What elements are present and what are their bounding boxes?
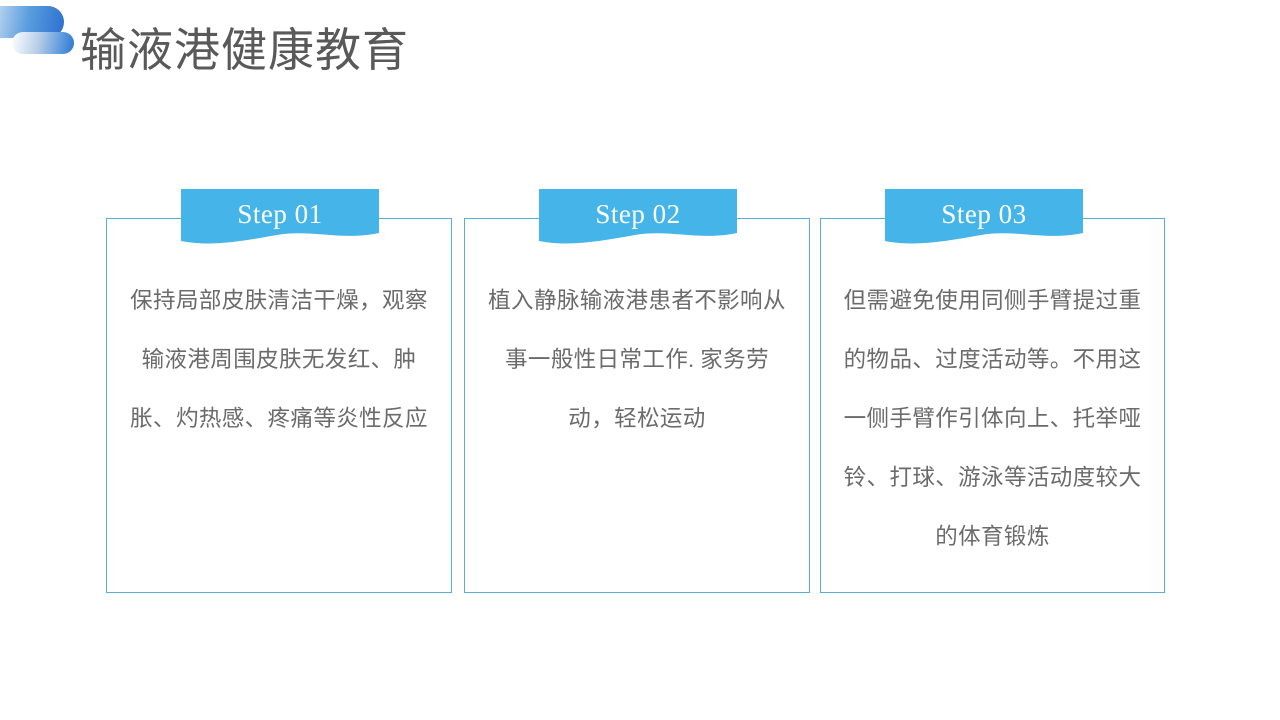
step-banner-3: Step 03	[885, 189, 1083, 251]
page-title: 输液港健康教育	[80, 25, 409, 76]
slide-header: 输液港健康教育	[0, 0, 520, 110]
step-body-3: 但需避免使用同侧手臂提过重的物品、过度活动等。不用这一侧手臂作引体向上、托举哑铃…	[843, 288, 1142, 549]
step-label-3: Step 03	[941, 198, 1027, 229]
step-label-1: Step 01	[237, 198, 323, 229]
cloud-logo-lower-shape	[12, 32, 74, 54]
step-body-2: 植入静脉输液港患者不影响从事一般性日常工作. 家务劳动，轻松运动	[488, 288, 786, 431]
step-banner-1: Step 01	[181, 189, 379, 251]
step-label-2: Step 02	[595, 198, 681, 229]
step-banner-2: Step 02	[539, 189, 737, 251]
step-card-3: Step 03 但需避免使用同侧手臂提过重的物品、过度活动等。不用这一侧手臂作引…	[820, 189, 1165, 593]
step-card-2: Step 02 植入静脉输液港患者不影响从事一般性日常工作. 家务劳动，轻松运动	[464, 189, 810, 593]
step-body-1: 保持局部皮肤清洁干燥，观察输液港周围皮肤无发红、肿胀、灼热感、疼痛等炎性反应	[130, 288, 428, 431]
cloud-logo-icon	[0, 6, 76, 56]
step-card-1: Step 01 保持局部皮肤清洁干燥，观察输液港周围皮肤无发红、肿胀、灼热感、疼…	[106, 189, 452, 593]
